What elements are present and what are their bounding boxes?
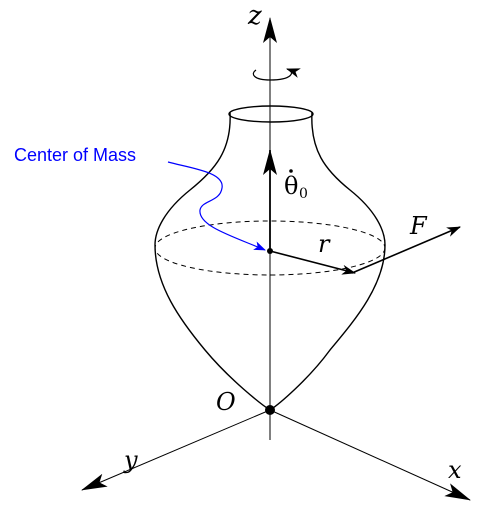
z-axis-label: z — [247, 1, 262, 31]
x-axis-label: x — [448, 456, 462, 484]
equator-ellipse — [154, 220, 386, 276]
top-rim — [228, 105, 314, 123]
force-label: F — [409, 212, 428, 240]
rotation-arrow-icon — [252, 68, 301, 81]
origin-label: O — [216, 388, 236, 416]
x-axis — [269, 409, 471, 501]
time-derivative-dot — [289, 169, 293, 173]
center-of-mass-label: Center of Mass — [14, 145, 136, 165]
origin-point-icon — [265, 405, 275, 415]
y-axis-label: y — [123, 446, 138, 474]
angular-velocity-symbol: θ — [284, 172, 298, 200]
radius-vector — [269, 250, 356, 275]
angular-velocity-subscript: 0 — [299, 186, 308, 202]
radius-label: r — [318, 230, 331, 258]
force-vector — [351, 226, 461, 274]
center-point-icon — [267, 248, 273, 254]
center-of-mass-pointer — [167, 161, 266, 251]
y-axis — [81, 409, 271, 491]
